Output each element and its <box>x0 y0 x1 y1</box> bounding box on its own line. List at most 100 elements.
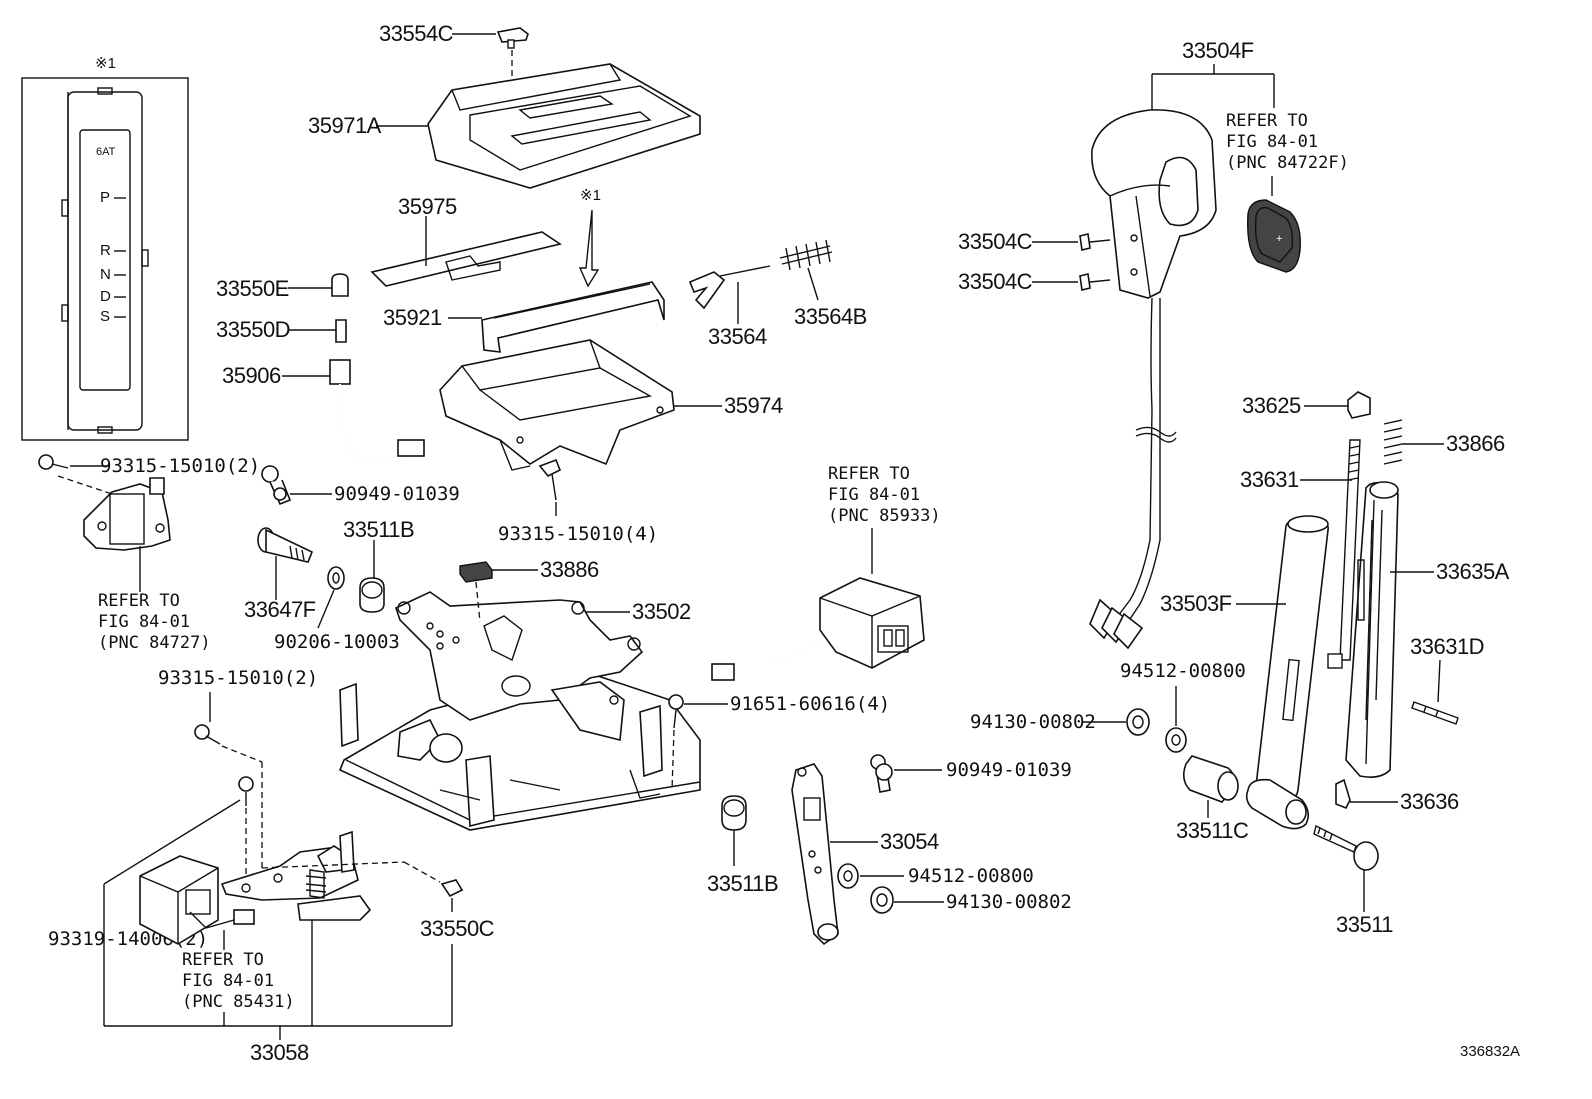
label-33550E: 33550E <box>216 276 289 301</box>
part-94130-00802a: 94130-00802 <box>970 708 1150 736</box>
ref-84722F-line1: REFER TO <box>1226 111 1308 131</box>
part-35975: 35975 <box>370 194 562 287</box>
part-33504F: 33504F <box>1151 38 1275 112</box>
part-33054: 33054 <box>791 763 939 946</box>
label-94130-00802b: 94130-00802 <box>946 891 1072 913</box>
part-35906: 35906 <box>222 359 425 463</box>
part-33625: 33625 <box>1242 391 1371 419</box>
label-33054: 33054 <box>880 829 939 854</box>
part-33554C: 33554C <box>379 21 529 88</box>
part-94512-00800a: 94512-00800 <box>1120 660 1246 753</box>
part-91651-60616: 91651-60616(4) <box>668 693 890 791</box>
label-33564: 33564 <box>708 324 767 349</box>
note-symbol: ※1 <box>95 55 116 72</box>
ref-84722F-line2: FIG 84-01 <box>1226 132 1318 152</box>
ref-85933-line3: (PNC 85933) <box>828 506 941 526</box>
label-35975: 35975 <box>398 194 457 219</box>
label-35921: 35921 <box>383 305 442 330</box>
ref-84727-line3: (PNC 84727) <box>98 633 211 653</box>
part-33511: 33511 <box>1313 824 1394 937</box>
part-33058-bracket-lines: 33058 <box>103 884 453 1065</box>
ref-84727-line1: REFER TO <box>98 591 180 611</box>
svg-text:+: + <box>1276 233 1282 245</box>
label-93315-15010-4: 93315-15010(4) <box>498 523 658 545</box>
label-90949-01039b: 90949-01039 <box>946 759 1072 781</box>
part-33550C: 33550C <box>420 879 495 941</box>
label-35906: 35906 <box>222 363 281 388</box>
part-94512-00800b: 94512-00800 <box>837 863 1034 889</box>
part-33564: 33564 <box>688 265 771 349</box>
ref-85933-line1: REFER TO <box>828 464 910 484</box>
part-93315-15010-2a: 93315-15010(2) <box>38 454 260 495</box>
gear-n: N <box>100 266 111 283</box>
label-33502: 33502 <box>632 599 691 624</box>
gear-r: R <box>100 242 111 259</box>
part-33511C: 33511C <box>1176 755 1250 843</box>
ref-85933-line2: FIG 84-01 <box>828 485 920 505</box>
label-93315-15010-2b: 93315-15010(2) <box>158 667 318 689</box>
arrow-note-symbol: ※1 <box>580 187 601 204</box>
part-85933-unit <box>711 577 925 681</box>
ref-85933: REFER TO FIG 84-01 (PNC 85933) <box>828 464 941 574</box>
label-94512-00800b: 94512-00800 <box>908 865 1034 887</box>
label-90949-01039a: 90949-01039 <box>334 483 460 505</box>
label-33511C: 33511C <box>1176 818 1249 843</box>
indicator-panel: ※1 6AT P R N D S <box>21 55 189 441</box>
shift-knob <box>1089 109 1217 650</box>
label-35974: 35974 <box>724 393 783 418</box>
label-33866: 33866 <box>1446 431 1505 456</box>
part-33550E: 33550E <box>216 273 349 301</box>
label-33511: 33511 <box>1336 912 1393 937</box>
gear-p: P <box>100 189 110 206</box>
part-33504C-a: 33504C <box>958 229 1111 254</box>
part-33631: 33631 <box>1240 439 1361 669</box>
indicator-title: 6AT <box>96 146 116 158</box>
part-35971A: 35971A <box>308 63 701 189</box>
label-33503F: 33503F <box>1160 591 1232 616</box>
label-91651-60616: 91651-60616(4) <box>730 693 890 715</box>
label-33511B-b: 33511B <box>707 871 778 896</box>
label-33504F: 33504F <box>1182 38 1254 63</box>
label-33511B-a: 33511B <box>343 517 414 542</box>
ref-84727: REFER TO FIG 84-01 (PNC 84727) <box>98 591 211 653</box>
label-33636: 33636 <box>1400 789 1459 814</box>
part-90949-01039a: 90949-01039 <box>261 465 460 506</box>
label-90206-10003: 90206-10003 <box>274 631 400 653</box>
part-33504C-b: 33504C <box>958 269 1111 294</box>
part-33635A: 33635A <box>1345 481 1510 778</box>
part-90949-01039b: 90949-01039 <box>870 754 1072 793</box>
part-84727-switch <box>83 477 171 592</box>
label-33625: 33625 <box>1242 393 1301 418</box>
part-33502: 33502 <box>338 591 701 831</box>
part-33564B: 33564B <box>779 239 867 329</box>
part-94130-00802b: 94130-00802 <box>870 886 1072 914</box>
arrow-note: ※1 <box>578 187 601 288</box>
part-33503F: 33503F <box>1160 515 1329 830</box>
part-93315-15010-2b: 93315-15010(2) <box>158 667 318 870</box>
part-90206-10003: 90206-10003 <box>274 566 400 653</box>
part-35921: 35921 <box>383 281 665 353</box>
gear-d: D <box>100 288 111 305</box>
part-33511B-b: 33511B <box>707 795 779 896</box>
label-33550C: 33550C <box>420 916 495 941</box>
part-33866: 33866 <box>1383 419 1505 465</box>
part-33550D: 33550D <box>216 317 347 343</box>
label-33631D: 33631D <box>1410 634 1484 659</box>
ref-85431-line2: FIG 84-01 <box>182 971 274 991</box>
label-33647F: 33647F <box>244 597 316 622</box>
label-94130-00802a: 94130-00802 <box>970 711 1096 733</box>
part-35974: 35974 <box>439 339 783 471</box>
label-93315-15010-2a: 93315-15010(2) <box>100 455 260 477</box>
ref-85431-line3: (PNC 85431) <box>182 992 295 1012</box>
part-33511B-a: 33511B <box>343 517 415 613</box>
part-33886: 33886 <box>459 557 599 623</box>
ref-84727-line2: FIG 84-01 <box>98 612 190 632</box>
part-85431-unit <box>139 855 255 950</box>
gear-s: S <box>100 308 110 325</box>
ref-85431-line1: REFER TO <box>182 950 264 970</box>
part-93315-15010-4: 93315-15010(4) <box>498 458 658 545</box>
label-33504C-a: 33504C <box>958 229 1033 254</box>
part-33058-bracket <box>220 830 441 921</box>
ref-84722F-line3: (PNC 84722F) <box>1226 153 1349 173</box>
